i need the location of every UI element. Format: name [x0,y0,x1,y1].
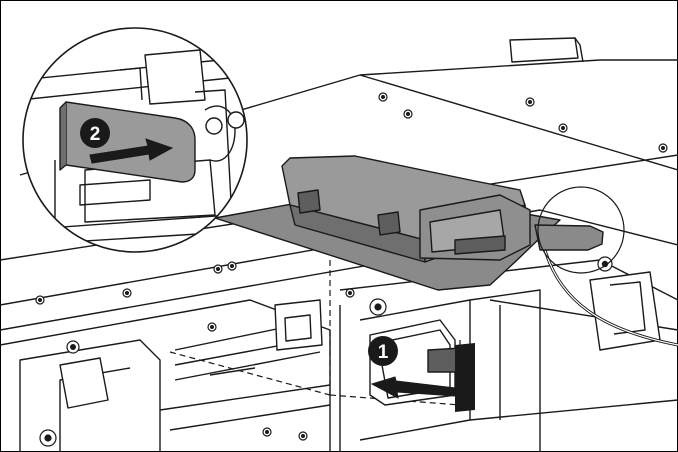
detail-magnifier [22,27,248,253]
step-2-number: 2 [90,124,101,145]
step-1-number: 1 [378,342,389,363]
battery-module [214,155,604,291]
step-1-callout: 1 [368,336,475,412]
push-arrow-icon [89,138,174,164]
step-1-badge [368,336,398,366]
latch-detail-indicator [537,186,625,274]
step-2-badge [80,118,110,148]
step-2-callout: 2 [80,118,174,164]
